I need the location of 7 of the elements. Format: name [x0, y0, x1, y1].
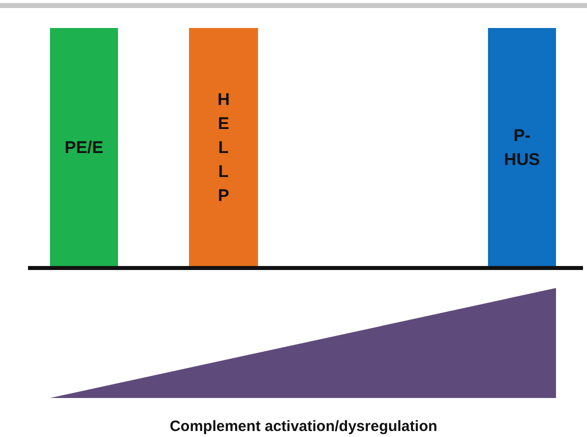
- bar: [189, 28, 258, 268]
- bar-label: P- HUS: [503, 125, 541, 171]
- axis-caption: Complement activation/dysregulation: [170, 418, 438, 435]
- bar: [488, 28, 556, 268]
- bar: [50, 28, 118, 268]
- bar-label: PE/E: [64, 137, 104, 159]
- bar-label: HELLP: [218, 89, 230, 207]
